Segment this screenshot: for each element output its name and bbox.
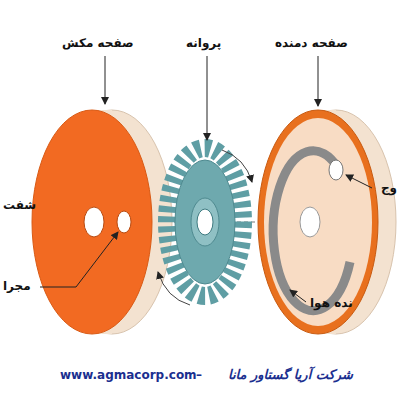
leader-arrow xyxy=(40,232,118,287)
part-label: شفت xyxy=(3,198,36,212)
part-label: صفحه دمنده xyxy=(275,36,348,50)
part-label: پروانه xyxy=(186,36,221,50)
blowing-plate xyxy=(258,110,396,334)
part-label: وج xyxy=(381,181,397,195)
leader-arrow xyxy=(318,56,319,106)
website: www.agmacorp.com xyxy=(60,368,197,382)
leader-arrow xyxy=(346,175,372,188)
leader-arrow xyxy=(290,290,306,302)
suction-plate xyxy=(32,110,172,334)
leader-arrow xyxy=(207,56,208,140)
part-label: صفحه مکش xyxy=(62,36,134,50)
rotation-arrow xyxy=(222,150,252,182)
part-label: نده هوا xyxy=(310,296,353,310)
impeller xyxy=(167,148,243,296)
rotation-arrow xyxy=(158,272,190,305)
company-name: شرکت آریا گستاور مانا xyxy=(228,367,353,383)
separator: – xyxy=(196,368,202,382)
leader-arrow xyxy=(105,56,106,104)
part-label: مجرا xyxy=(3,279,31,293)
